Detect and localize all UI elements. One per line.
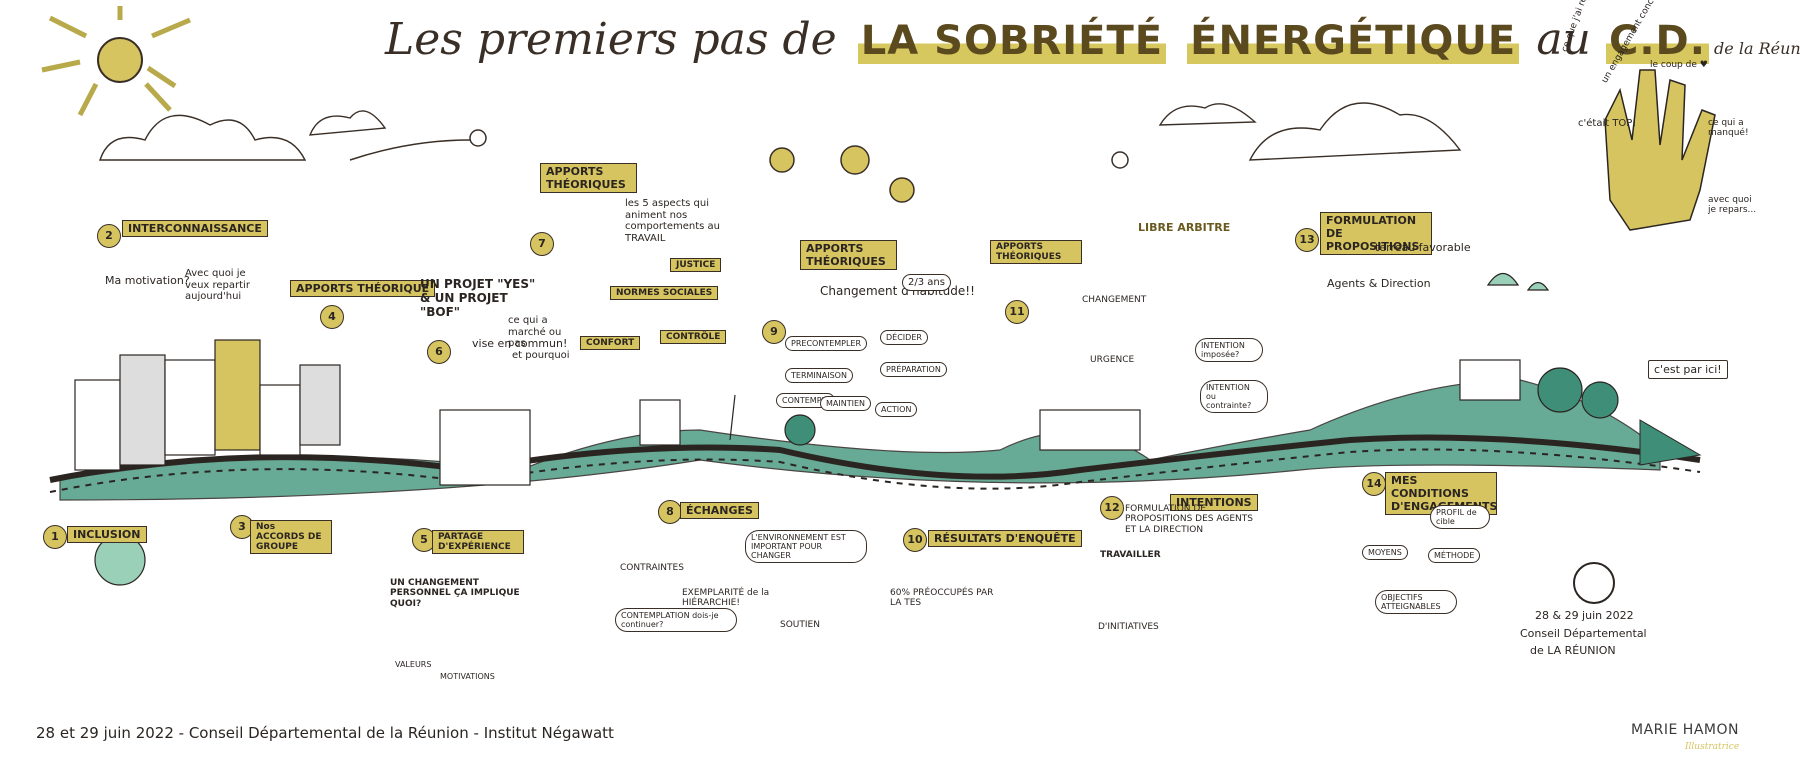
step-label: INCLUSION [67, 526, 147, 543]
cloud-icon [99, 102, 1462, 161]
step-label: APPORTS THÉORIQUE [290, 280, 436, 297]
city-buildings [74, 339, 1521, 486]
end-flag [1639, 419, 1702, 466]
title-part1: Les premiers pas de [385, 14, 837, 65]
step-note: Agents & Direction [1327, 277, 1431, 290]
title-part3: ÉNERGÉTIQUE [1187, 18, 1520, 64]
step-label: PARTAGE D'EXPÉRIENCE [432, 530, 524, 554]
step-note: CONTRAINTES [620, 563, 684, 573]
step-note: INTENTION imposée? [1195, 338, 1263, 362]
step-note: ce qui a marché ou pas [508, 315, 562, 349]
signature-org1: Conseil Départemental [1520, 627, 1647, 640]
author-subtitle: Illustratrice [1685, 742, 1740, 752]
step-number: 11 [1005, 300, 1029, 324]
step-note: SOUTIEN [780, 620, 820, 630]
step-note: MOTIVATIONS [440, 672, 495, 681]
step-note: UN CHANGEMENT PERSONNEL ÇA IMPLIQUE QUOI… [390, 578, 520, 609]
step-number: 1 [43, 525, 67, 549]
step-label: INTERCONNAISSANCE [122, 220, 268, 237]
step-label: RÉSULTATS D'ENQUÊTE [928, 530, 1082, 547]
step-note: TERMINAISON [785, 368, 853, 383]
footer: 28 et 29 juin 2022 - Conseil Département… [0, 700, 1800, 772]
title-part5: C.D. [1605, 18, 1709, 64]
title-part4: au [1536, 14, 1591, 65]
footer-text: 28 et 29 juin 2022 - Conseil Département… [36, 724, 614, 742]
step-note: EXEMPLARITÉ de la HIÉRARCHIE! [682, 588, 770, 609]
step-note: ACTION [875, 402, 918, 417]
step-note: CONTEMPL. [776, 393, 835, 408]
step-note: PROFIL de cible [1430, 505, 1490, 529]
step-note: NORMES SOCIALES [610, 286, 719, 300]
step-note: TRAVAILLER [1100, 550, 1161, 560]
bird-icon [349, 129, 1129, 203]
step-note: et pourquoi [512, 350, 570, 361]
step-note: MÉTHODE [1428, 548, 1481, 563]
step-label: APPORTS THÉORIQUES [800, 240, 897, 270]
hand-note: avec quoi je repars... [1708, 195, 1757, 216]
step-note: PRÉPARATION [880, 362, 947, 377]
step-note: Ma motivation? [105, 274, 190, 287]
step-note: 2/3 ans [902, 274, 951, 291]
step-label: FORMULATION DE PROPOSITIONS [1320, 212, 1432, 255]
step-number: 10 [903, 528, 927, 552]
title-part6: de la Réunion [1714, 39, 1800, 58]
tree-icon [94, 367, 1619, 586]
step-label: ÉCHANGES [680, 502, 759, 519]
illustration-layer [41, 6, 1716, 604]
road-line [49, 434, 1701, 483]
step-number: 8 [658, 500, 682, 524]
end-sign: c'est par ici! [1648, 360, 1728, 379]
step-note: URGENCE [1090, 355, 1135, 365]
step-note: CONTEMPLATION dois-je continuer? [615, 608, 737, 632]
step-note: CONTRÔLE [660, 330, 727, 344]
hand-note: le coup de ♥ [1650, 60, 1708, 70]
step-note: L'ENVIRONNEMENT EST IMPORTANT POUR CHANG… [745, 530, 867, 563]
parachute-icon [1486, 272, 1550, 291]
step-number: 2 [97, 224, 121, 248]
step-note: CHANGEMENT [1082, 295, 1147, 305]
step-number: 14 [1362, 472, 1386, 496]
step-note: FORMULATION DE PROPOSITIONS DES AGENTS E… [1125, 504, 1253, 535]
graphic-recording-canvas: Les premiers pas de LA SOBRIÉTÉ ÉNERGÉTI… [41, 0, 1800, 681]
step-note: Avec quoi je veux repartir aujourd'hui [185, 268, 250, 302]
step-label: UN PROJET "YES" & UN PROJET "BOF" [420, 277, 536, 319]
step-note: OBJECTIFS ATTEIGNABLES [1375, 590, 1457, 614]
hand-note: c'était TOP! [1578, 118, 1637, 129]
step-note: terreau favorable [1375, 241, 1471, 254]
step-note: VALEURS [395, 660, 432, 669]
step-label: INTENTIONS [1170, 494, 1258, 511]
step-number: 4 [320, 305, 344, 329]
step-number: 13 [1295, 228, 1319, 252]
step-label: APPORTS THÉORIQUES [540, 163, 637, 193]
title-part2: LA SOBRIÉTÉ [857, 18, 1167, 64]
step-note: DÉCIDER [880, 330, 928, 345]
step-note: LIBRE ARBITRE [1138, 221, 1231, 234]
step-note: 60% PRÉOCCUPÉS PAR LA TES [890, 588, 994, 609]
step-note: vise en commun! [472, 337, 568, 350]
step-number: 7 [530, 232, 554, 256]
hand-icon [1604, 69, 1716, 231]
step-number: 6 [427, 340, 451, 364]
step-note: INTENTION ou contrainte? [1200, 380, 1268, 413]
step-note: PRECONTEMPLER [785, 336, 868, 351]
seal-icon [1573, 562, 1615, 604]
page-title: Les premiers pas de LA SOBRIÉTÉ ÉNERGÉTI… [385, 14, 1800, 65]
step-note: Changement d'habitude!! [820, 284, 975, 298]
signature-date: 28 & 29 juin 2022 [1535, 609, 1634, 622]
step-label: Nos ACCORDS DE GROUPE [250, 520, 332, 554]
step-label: APPORTS THÉORIQUES [990, 240, 1082, 264]
step-number: 12 [1100, 496, 1124, 520]
step-number: 9 [762, 320, 786, 344]
sun-icon [41, 6, 191, 117]
step-note: CONFORT [580, 336, 641, 350]
step-note: MAINTIEN [820, 396, 872, 411]
step-note: les 5 aspects qui animent nos comporteme… [625, 198, 721, 244]
hand-note: ce qui a manqué! [1708, 118, 1749, 139]
author-name: MARIE HAMON [1631, 722, 1739, 738]
step-note: D'INITIATIVES [1098, 622, 1159, 632]
signature-org2: de LA RÉUNION [1530, 644, 1616, 657]
step-note: JUSTICE [670, 258, 722, 272]
step-note: MOYENS [1362, 545, 1408, 560]
